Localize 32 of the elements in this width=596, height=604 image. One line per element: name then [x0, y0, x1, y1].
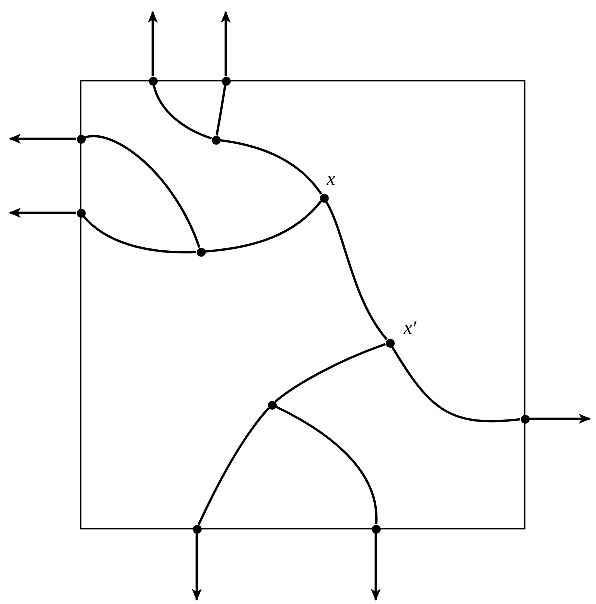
curve-line: [216, 85, 227, 136]
curve-line: [325, 201, 388, 340]
vertex-dot: [268, 400, 276, 410]
vertex-dot: [320, 194, 328, 202]
curve-line: [391, 346, 521, 423]
arrow: [192, 534, 202, 601]
vertex-dot: [222, 76, 230, 86]
vertex-dot: [520, 414, 530, 424]
arrow: [9, 134, 76, 144]
vertex-label: x′: [404, 319, 417, 338]
vertex-dot: [192, 524, 202, 534]
vertex-dot: [148, 76, 158, 86]
arrow: [530, 414, 591, 424]
curve-line: [205, 200, 322, 253]
arrow: [9, 208, 76, 218]
vertex-label: x: [327, 170, 336, 189]
curve-line: [276, 406, 378, 524]
curve-line: [274, 343, 386, 403]
curve-line: [198, 408, 270, 526]
vertex-dot: [76, 208, 86, 218]
arrow: [148, 11, 158, 76]
vertex-dot: [76, 134, 86, 144]
arrow: [371, 534, 381, 601]
curve-line: [220, 139, 322, 195]
vertex-dot: [372, 524, 380, 534]
curve-line: [85, 135, 201, 248]
vertex-dot: [196, 248, 206, 256]
vertex-dot: [386, 338, 394, 348]
curve-line: [83, 216, 197, 254]
arrow: [221, 11, 231, 76]
curve-line: [152, 85, 212, 140]
vertex-dot: [212, 136, 220, 144]
